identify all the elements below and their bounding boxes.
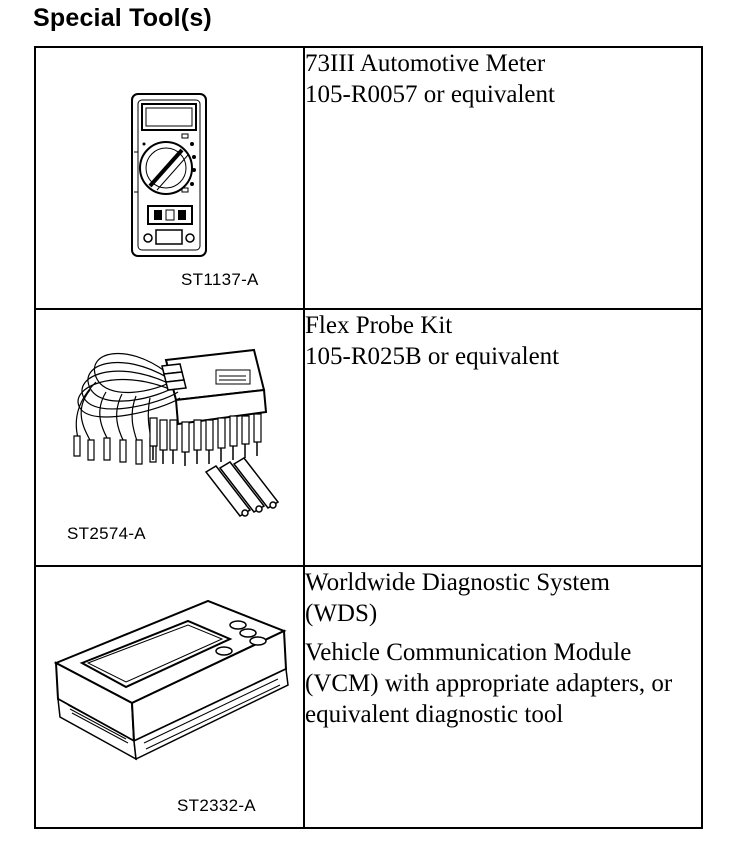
tool-name: Worldwide Diagnostic System (WDS) — [305, 569, 610, 627]
tool-illustration-cell: ST2574-A — [34, 308, 305, 567]
tool-part-number: 105-R025B or equivalent — [305, 343, 560, 370]
tool-name: 73III Automotive Meter — [305, 50, 546, 77]
diagnostic-system-icon — [48, 593, 298, 783]
tool-description-cell: 73III Automotive Meter 105-R0057 or equi… — [303, 46, 703, 310]
tool-part-number: 105-R0057 or equivalent — [305, 81, 555, 108]
tool-name: Flex Probe Kit — [305, 312, 453, 339]
tool-note: Vehicle Communication Module (VCM) with … — [305, 639, 673, 728]
tool-code: ST2574-A — [67, 524, 146, 543]
special-tools-table: ST1137-A 73III Automotive Meter 105-R005… — [34, 46, 703, 829]
tool-illustration-cell: ST1137-A — [34, 46, 305, 310]
tool-row: ST2332-A Worldwide Diagnostic System (WD… — [34, 565, 703, 829]
tool-description-cell: Flex Probe Kit 105-R025B or equivalent — [303, 308, 703, 567]
tool-description-cell: Worldwide Diagnostic System (WDS) Vehicl… — [303, 565, 703, 829]
tool-row: ST2574-A Flex Probe Kit 105-R025B or equ… — [34, 308, 703, 567]
tool-code: ST2332-A — [177, 796, 256, 815]
tool-row: ST1137-A 73III Automotive Meter 105-R005… — [34, 46, 703, 310]
multimeter-icon — [130, 92, 230, 262]
probe-kit-icon — [66, 332, 281, 532]
tool-code: ST1137-A — [181, 270, 259, 289]
tool-illustration-cell: ST2332-A — [34, 565, 305, 829]
section-title: Special Tool(s) — [33, 4, 212, 32]
